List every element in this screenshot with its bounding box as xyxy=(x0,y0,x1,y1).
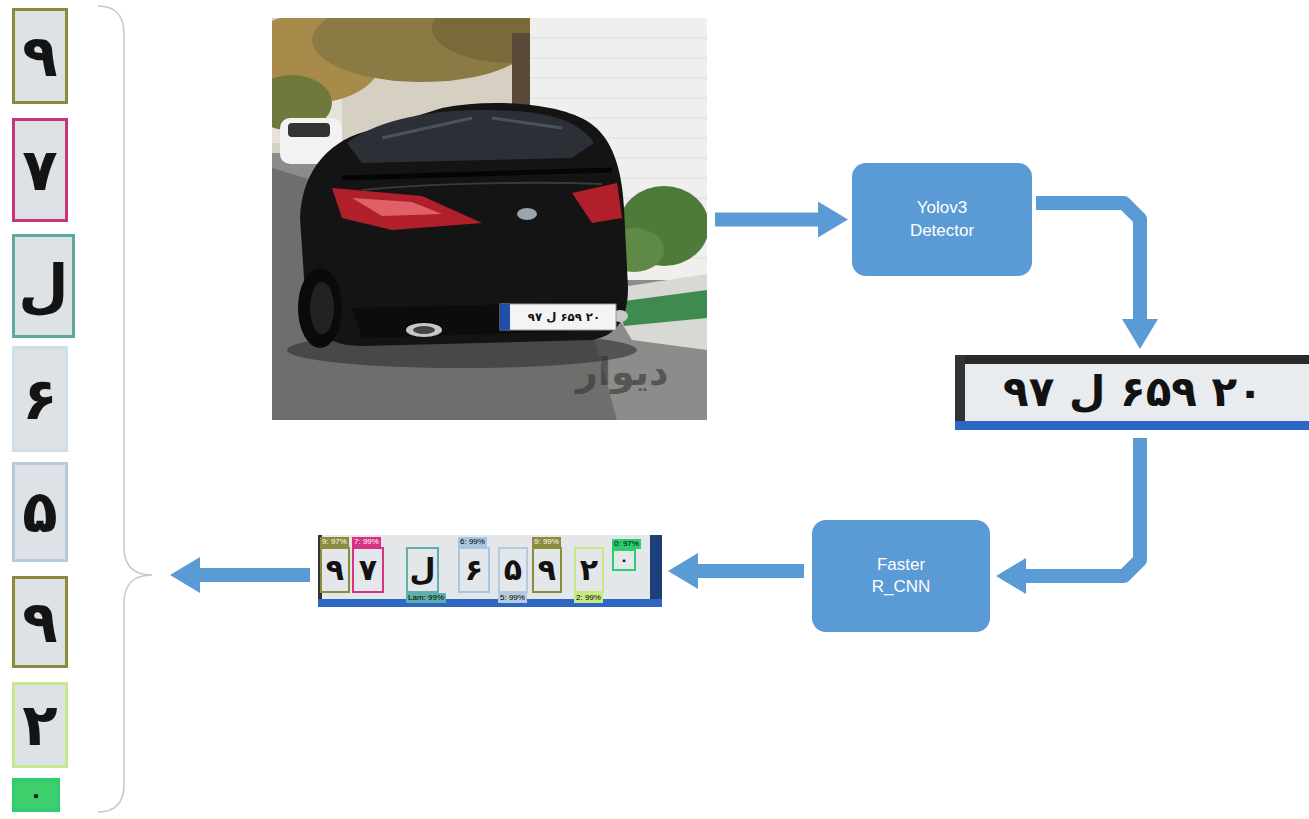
process-box: Yolov3 Detector xyxy=(852,163,1032,276)
plate-band xyxy=(318,599,662,607)
confidence-label: 2: 99% xyxy=(574,593,603,603)
spoiler xyxy=(342,170,612,178)
tail-light xyxy=(572,183,622,223)
confidence-label: 9: 99% xyxy=(532,537,561,547)
plate-flag-strip xyxy=(500,304,510,330)
exhaust-hole xyxy=(413,326,435,334)
character-text: ل xyxy=(18,257,68,315)
parked-car-window xyxy=(288,123,330,137)
detected-character: ۶ xyxy=(465,555,483,585)
character-crop: ۰ xyxy=(12,778,60,812)
character-column: ۹ ۷ ل ۶ ۵ ۹ ۲ ۰ xyxy=(6,4,166,814)
detection-box: ۰0: 97% xyxy=(612,549,636,571)
emblem xyxy=(517,208,537,220)
character-text: ۹ xyxy=(22,593,57,651)
tail-light xyxy=(332,188,482,230)
annotated-plate: ۹9: 97%۷7: 99%لLam: 99%۶6: 99%۵5: 99%۹9:… xyxy=(318,535,662,607)
plate-ground xyxy=(318,535,662,607)
detected-character: ل xyxy=(409,555,435,585)
character-text: ۷ xyxy=(22,141,57,199)
confidence-label: 7: 99% xyxy=(352,537,381,547)
process-box: Faster R_CNN xyxy=(812,520,990,632)
plate-crop xyxy=(955,355,1309,430)
confidence-label: 5: 99% xyxy=(498,593,527,603)
curly-brace xyxy=(98,6,152,812)
character-text: ۶ xyxy=(22,370,57,428)
license-plate xyxy=(500,304,616,330)
car-photo xyxy=(272,18,707,420)
process-label: Yolov3 Detector xyxy=(910,197,974,241)
detection-box: ۹9: 99% xyxy=(532,547,562,593)
detection-box: لLam: 99% xyxy=(406,547,439,593)
detection-box: ۲2: 99% xyxy=(574,547,604,593)
plate-shadow xyxy=(955,355,1309,364)
wheel xyxy=(298,268,342,348)
plate-crop: ۹۷ ل ۶۵۹ ۲۰ xyxy=(955,355,1309,430)
confidence-label: 0: 97% xyxy=(612,539,641,549)
detection-box: ۷7: 99% xyxy=(352,547,384,593)
wheel-rim xyxy=(310,282,334,334)
plate-edge xyxy=(955,355,965,430)
character-crop: ۶ xyxy=(12,346,68,452)
plate-band xyxy=(955,421,1309,430)
plate-edge xyxy=(650,535,662,599)
flow-arrow xyxy=(715,213,818,227)
character-crop: ۹ xyxy=(12,576,68,668)
flow-arrow xyxy=(698,564,804,578)
character-crop: ۵ xyxy=(12,462,68,562)
rear-window xyxy=(347,110,594,163)
detection-box: ۵5: 99% xyxy=(498,547,528,593)
flow-arrow xyxy=(200,568,310,582)
plate-text: ۹۷ ل ۶۵۹ ۲۰ xyxy=(512,304,616,330)
character-crop: ۲ xyxy=(12,682,68,768)
flow-arrow xyxy=(1036,203,1140,319)
flow-arrow xyxy=(1026,438,1140,576)
confidence-label: 9: 97% xyxy=(320,537,349,547)
character-crop: ۹ xyxy=(12,8,68,104)
tail-light-glow xyxy=(352,198,442,216)
confidence-label: 6: 99% xyxy=(458,537,487,547)
trunk-highlight xyxy=(362,183,602,190)
detection-box: ۶6: 99% xyxy=(458,547,490,593)
curb-stripe xyxy=(617,290,707,326)
character-text: ۵ xyxy=(22,483,57,541)
character-text: ۲ xyxy=(22,696,57,754)
detected-character: ۵ xyxy=(504,555,522,585)
window-reflection xyxy=(382,118,562,138)
plate-ground xyxy=(955,355,1309,430)
detection-box: ۹9: 97% xyxy=(320,547,350,593)
plate-text: ۹۷ ل ۶۵۹ ۲۰ xyxy=(1003,369,1263,415)
process-label: Faster R_CNN xyxy=(872,554,931,598)
confidence-label: Lam: 99% xyxy=(406,593,446,603)
car-body xyxy=(300,103,628,346)
exhaust xyxy=(406,323,442,337)
detected-character: ۲ xyxy=(580,555,598,585)
detected-character: ۷ xyxy=(359,555,377,585)
character-crop: ل xyxy=(12,234,75,338)
character-text: ۰ xyxy=(29,784,42,806)
watermark: دیوار xyxy=(576,350,669,394)
detected-character: ۹ xyxy=(538,555,556,585)
character-text: ۹ xyxy=(22,27,57,85)
detected-character: ۹ xyxy=(326,555,344,585)
detected-character: ۰ xyxy=(620,553,629,567)
annotated-plate xyxy=(318,535,662,607)
character-crop: ۷ xyxy=(12,118,68,222)
